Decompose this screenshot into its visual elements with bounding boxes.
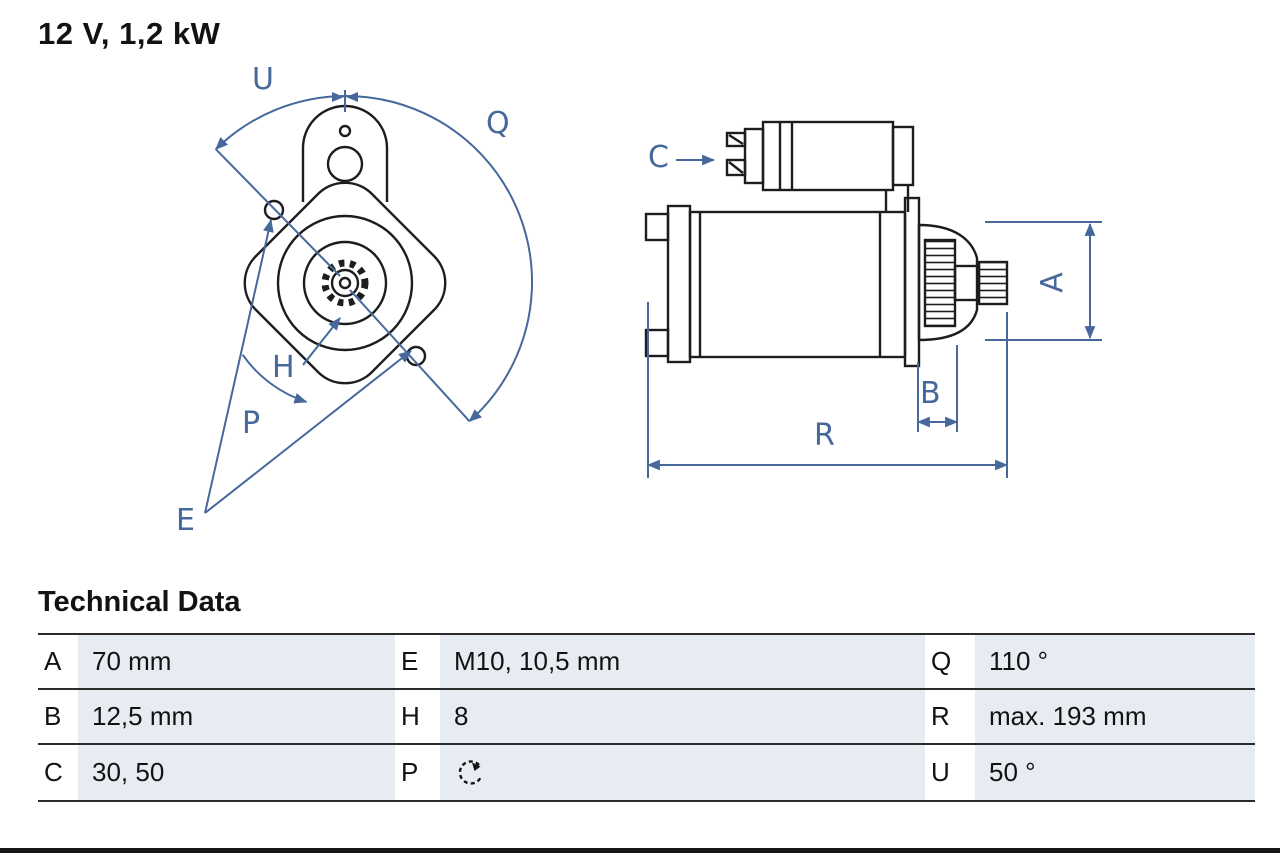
dim-label-e: E xyxy=(176,503,195,538)
tech-cell-value-b: 12,5 mm xyxy=(78,690,395,745)
tech-cell-label-u: U xyxy=(925,745,975,800)
tech-cell-value-c: 30, 50 xyxy=(78,745,395,800)
dim-label-c: C xyxy=(648,140,669,175)
tech-cell-label-p: P xyxy=(395,745,440,800)
side-view-drawing xyxy=(644,120,1009,368)
dim-label-a: A xyxy=(1034,272,1070,293)
dim-label-b: B xyxy=(920,376,941,411)
tech-cell-value-h: 8 xyxy=(440,690,925,745)
tech-cell-value-e: M10, 10,5 mm xyxy=(440,635,925,690)
dim-label-u: U xyxy=(252,62,274,97)
rotation-direction-icon xyxy=(458,759,483,785)
dimension-annotations xyxy=(204,90,1102,514)
dim-label-h: H xyxy=(272,350,295,385)
page-title: 12 V, 1,2 kW xyxy=(38,16,221,51)
tech-cell-label-r: R xyxy=(925,690,975,745)
tech-cell-label-b: B xyxy=(38,690,78,745)
technical-data-heading: Technical Data xyxy=(38,586,241,618)
bottom-bar xyxy=(0,848,1280,853)
dim-label-r: R xyxy=(814,418,835,453)
technical-drawing-area: U Q C A H P E B R xyxy=(176,62,1102,538)
dim-label-p: P xyxy=(242,406,261,441)
tech-cell-value-q: 110 ° xyxy=(975,635,1255,690)
tech-cell-label-e: E xyxy=(395,635,440,690)
tech-cell-label-q: Q xyxy=(925,635,975,690)
tech-cell-value-u: 50 ° xyxy=(975,745,1255,800)
tech-cell-value-p xyxy=(440,745,925,800)
tech-cell-label-h: H xyxy=(395,690,440,745)
technical-data-table: A 70 mm E M10, 10,5 mm Q 110 ° B 12,5 mm… xyxy=(38,633,1255,802)
tech-cell-value-r: max. 193 mm xyxy=(975,690,1255,745)
tech-cell-label-c: C xyxy=(38,745,78,800)
tech-cell-value-a: 70 mm xyxy=(78,635,395,690)
technical-drawing xyxy=(204,90,1102,514)
dim-label-q: Q xyxy=(486,106,510,141)
tech-cell-label-a: A xyxy=(38,635,78,690)
